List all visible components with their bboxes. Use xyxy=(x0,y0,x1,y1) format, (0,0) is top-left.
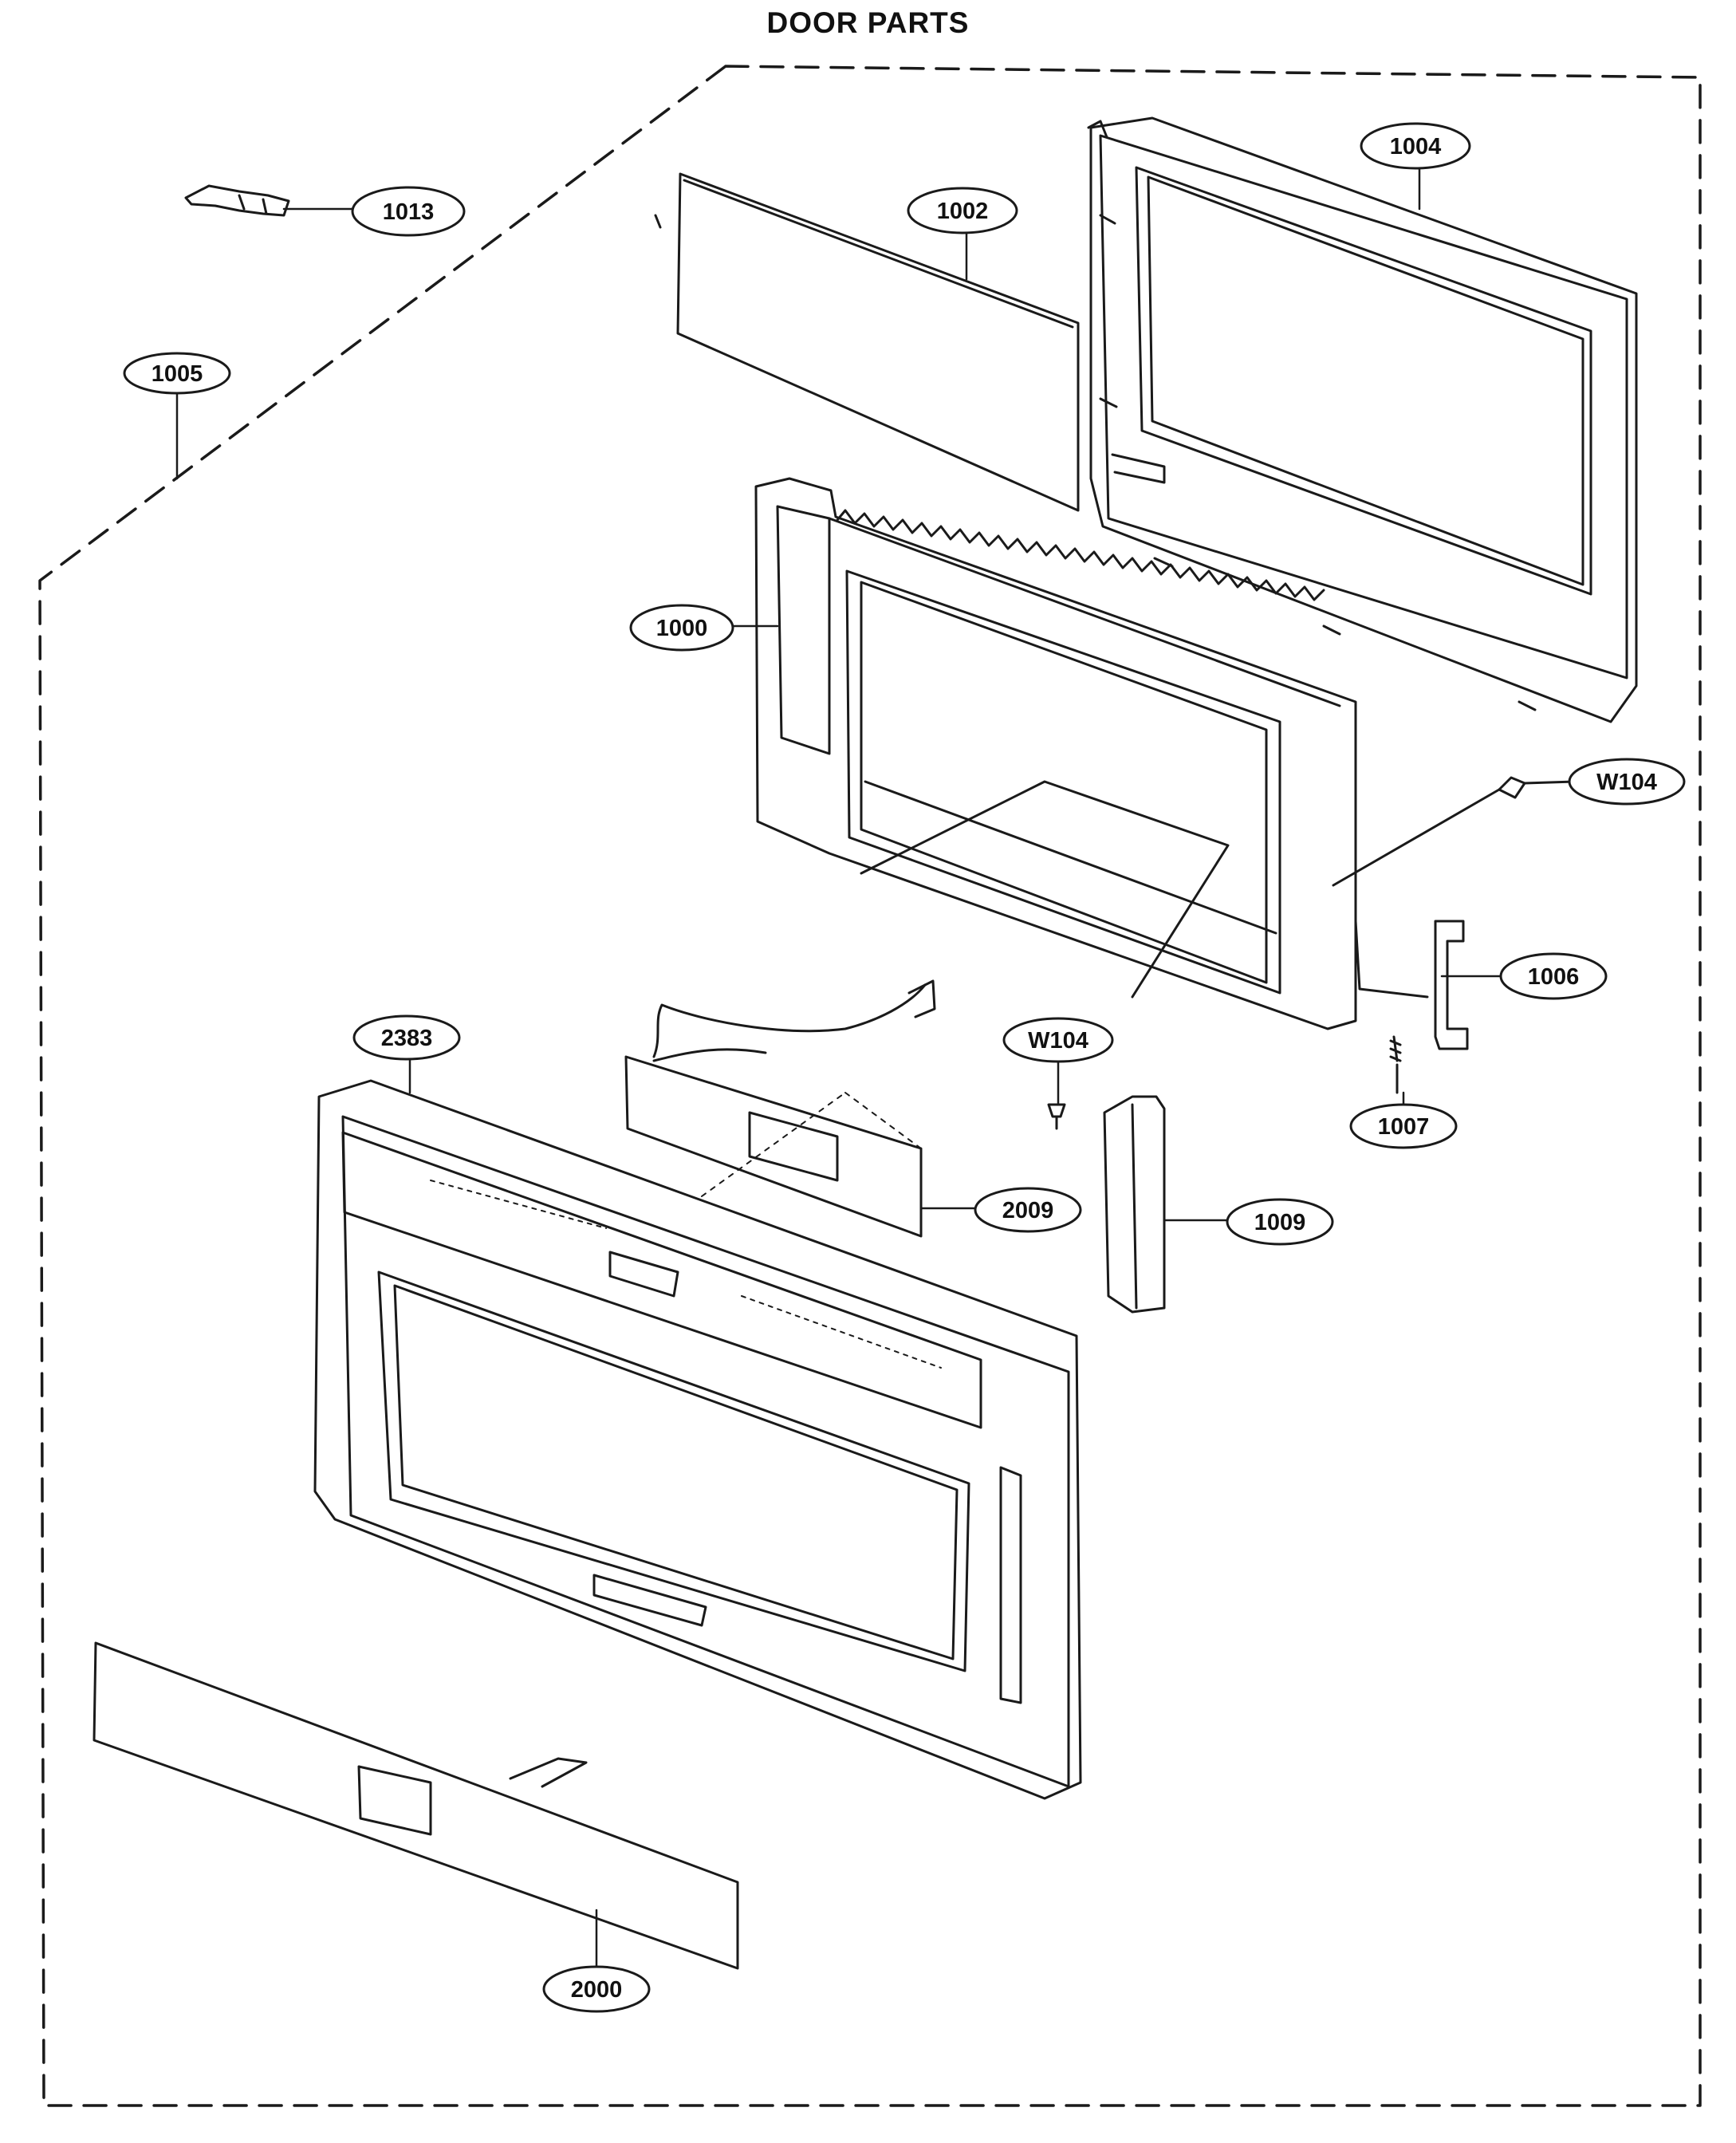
callout-1013: 1013 xyxy=(351,186,466,237)
callout-1000: 1000 xyxy=(629,604,734,652)
callout-w104-lower-label: W104 xyxy=(1028,1028,1088,1054)
callout-1005: 1005 xyxy=(123,352,231,395)
callout-1006-label: 1006 xyxy=(1528,964,1580,990)
part-w104-screw-lower xyxy=(1047,1103,1066,1130)
callout-1007: 1007 xyxy=(1349,1103,1458,1149)
callout-1007-label: 1007 xyxy=(1378,1114,1430,1140)
callout-1000-label: 1000 xyxy=(656,616,708,641)
callout-1009: 1009 xyxy=(1226,1198,1334,1246)
part-2009-control-board xyxy=(624,979,936,1238)
part-1009-trim xyxy=(1103,1095,1166,1314)
callout-1013-label: 1013 xyxy=(383,199,435,225)
part-2000-lower-panel xyxy=(93,1641,739,1970)
callout-1009-label: 1009 xyxy=(1254,1210,1306,1235)
callout-1006: 1006 xyxy=(1499,952,1608,1000)
callout-w104-upper-label: W104 xyxy=(1596,770,1657,795)
part-2383-door-front xyxy=(313,1079,1082,1800)
part-w104-screw-upper xyxy=(1332,776,1577,887)
part-1006-latch xyxy=(1354,920,1469,1050)
leader-lines xyxy=(175,166,1505,1968)
part-1004-frame xyxy=(1087,116,1638,723)
callout-2009-label: 2009 xyxy=(1002,1198,1054,1223)
callout-1002: 1002 xyxy=(907,187,1018,234)
part-1002-panel xyxy=(654,172,1080,512)
assembly-boundary xyxy=(38,65,1702,2107)
part-1007-spring xyxy=(1389,1035,1402,1094)
callout-2383: 2383 xyxy=(352,1014,461,1061)
callout-2009: 2009 xyxy=(974,1187,1082,1233)
callout-1004: 1004 xyxy=(1360,122,1471,170)
callout-1002-label: 1002 xyxy=(937,199,989,224)
callout-1005-label: 1005 xyxy=(152,361,203,387)
callout-w104-lower: W104 xyxy=(1002,1017,1114,1063)
diagram-title: DOOR PARTS xyxy=(766,6,970,39)
part-1013-bracket xyxy=(184,184,290,217)
callout-w104-upper: W104 xyxy=(1568,758,1686,806)
callout-2000: 2000 xyxy=(542,1965,651,2013)
callout-2000-label: 2000 xyxy=(571,1977,623,2003)
callout-2383-label: 2383 xyxy=(381,1026,433,1051)
part-1000-door-frame xyxy=(754,477,1357,1030)
callout-1004-label: 1004 xyxy=(1390,134,1442,160)
